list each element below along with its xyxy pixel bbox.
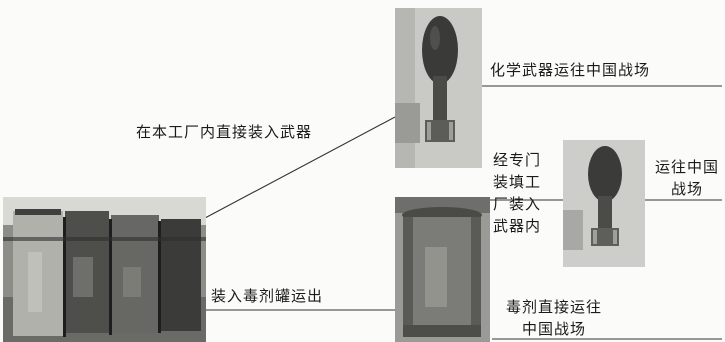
label-agent-direct-line-1: 毒剂直接运往 [505,298,602,316]
label-ship-to-china-line-2: 战场 [670,180,703,198]
factory-barrels-photo [3,197,206,342]
label-via-special-fill-line-4: 武器内 [493,217,542,235]
label-ship-to-china: 运往中国 战场 [651,156,723,200]
small-bomb-photo [563,140,645,267]
label-via-special-fill: 经专门 装填工 厂装入 武器内 [493,149,561,237]
label-agent-direct: 毒剂直接运往 中国战场 [495,296,613,340]
label-agent-direct-line-2: 中国战场 [521,320,586,338]
label-load-into-tanks: 装入毒剂罐运出 [211,287,324,305]
label-via-special-fill-line-1: 经专门 [493,151,542,169]
label-ship-to-china-line-1: 运往中国 [654,158,719,176]
label-via-special-fill-line-2: 装填工 [493,173,542,191]
label-via-special-fill-line-3: 厂装入 [493,195,542,213]
poison-tank-photo [395,197,490,342]
label-chem-weapons-to-china: 化学武器运往中国战场 [490,61,651,79]
label-direct-load: 在本工厂内直接装入武器 [136,123,313,141]
bomb-photo [395,8,482,168]
